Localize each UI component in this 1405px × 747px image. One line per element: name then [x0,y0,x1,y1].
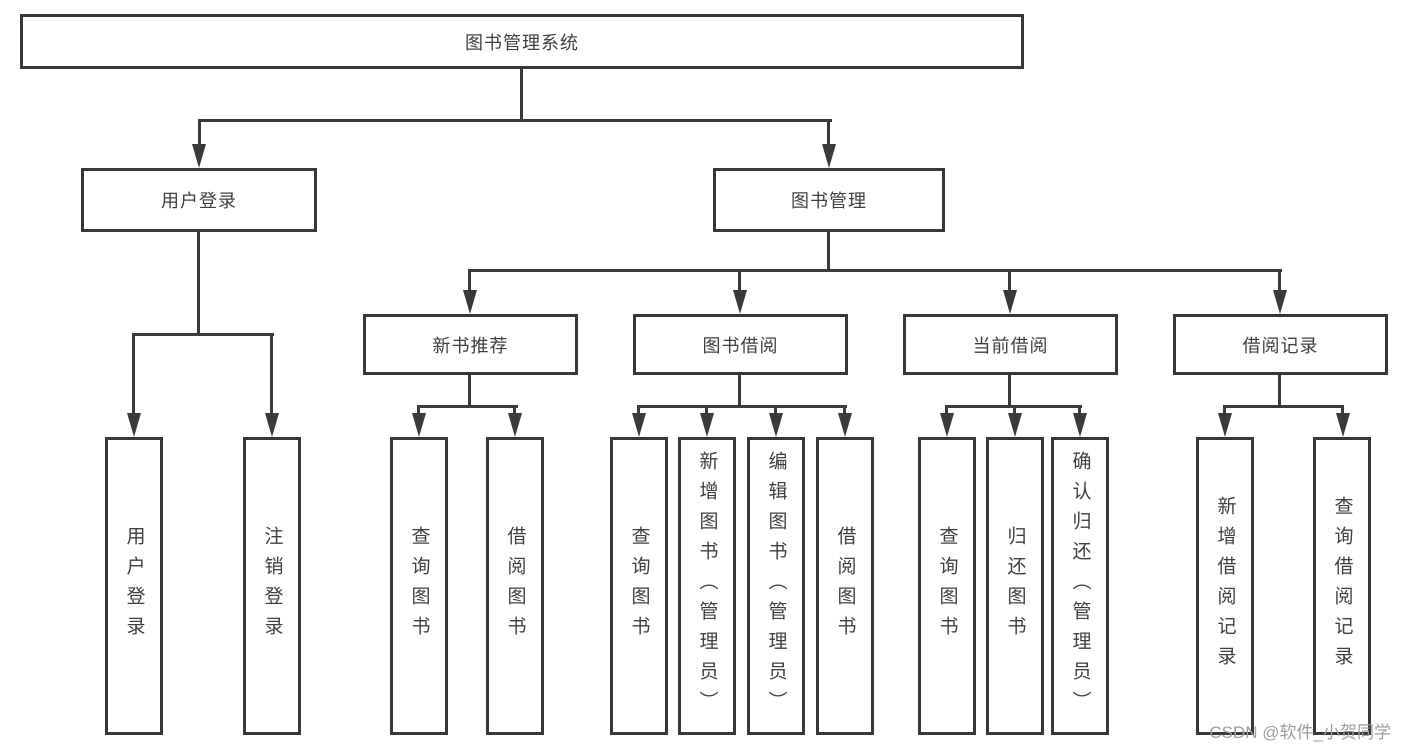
leaf-borrow-query-books: 查询图书 [610,437,668,735]
connector-vline [1223,405,1226,417]
connector-vline [520,69,523,121]
connector-vline [1008,269,1011,293]
csdn-watermark: CSDN @软件_小贺同学 [1209,723,1391,742]
connector-arrowhead [632,413,646,437]
leaf-newbook-query-books-label: 查询图书 [408,526,430,646]
node-borrow-records: 借阅记录 [1173,314,1388,375]
connector-arrowhead [412,413,426,437]
leaf-borrow-borrow-books-label: 借阅图书 [834,526,856,646]
connector-vline [827,119,830,147]
connector-hline [417,405,518,408]
leaf-current-return-books-label: 归还图书 [1004,526,1026,646]
node-book-borrow-label: 图书借阅 [702,335,779,356]
node-root: 图书管理系统 [20,14,1024,69]
leaf-current-query-books: 查询图书 [918,437,976,735]
leaf-current-confirm-return-admin: 确认归还（管理员） [1051,437,1109,735]
connector-vline [468,269,471,293]
connector-arrowhead [769,413,783,437]
connector-arrowhead [265,413,279,437]
connector-vline [1278,269,1281,293]
leaf-logout: 注销登录 [243,437,301,735]
connector-vline [1278,375,1281,408]
connector-hline [132,333,274,336]
leaf-current-return-books: 归还图书 [986,437,1044,735]
node-user-login-label: 用户登录 [161,191,237,211]
connector-arrowhead [463,290,477,314]
connector-arrowhead [1003,290,1017,314]
connector-vline [1341,405,1344,417]
connector-arrowhead [192,144,206,168]
leaf-borrow-query-books-label: 查询图书 [628,526,650,646]
connector-vline [513,405,516,417]
connector-vline [468,375,471,408]
connector-arrowhead [838,413,852,437]
connector-arrowhead [1008,413,1022,437]
connector-vline [1013,405,1016,417]
connector-arrowhead [822,144,836,168]
connector-arrowhead [1273,290,1287,314]
node-book-borrow: 图书借阅 [633,314,848,375]
leaf-user-login: 用户登录 [105,437,163,735]
leaf-logout-label: 注销登录 [261,526,283,646]
leaf-current-confirm-return-admin-label: 确认归还（管理员） [1069,451,1091,721]
connector-arrowhead [1073,413,1087,437]
connector-hline [637,405,847,408]
leaf-records-add-record: 新增借阅记录 [1196,437,1254,735]
connector-vline [843,405,846,417]
leaf-user-login-label: 用户登录 [123,526,145,646]
connector-vline [197,232,200,335]
connector-hline [198,119,832,122]
leaf-current-query-books-label: 查询图书 [936,526,958,646]
node-root-label: 图书管理系统 [465,32,579,53]
node-book-management: 图书管理 [713,168,945,232]
node-borrow-records-label: 借阅记录 [1242,335,1319,356]
connector-arrowhead [508,413,522,437]
connector-vline [132,333,135,415]
node-current-borrow-label: 当前借阅 [972,335,1049,356]
connector-vline [1078,405,1081,417]
leaf-borrow-add-books-admin-label: 新增图书（管理员） [696,451,718,721]
leaf-records-query-record: 查询借阅记录 [1313,437,1371,735]
connector-hline [468,269,1282,272]
connector-vline [198,119,201,147]
connector-vline [1008,375,1011,408]
connector-arrowhead [127,413,141,437]
leaf-borrow-add-books-admin: 新增图书（管理员） [678,437,736,735]
node-user-login: 用户登录 [81,168,317,232]
leaf-borrow-edit-books-admin-label: 编辑图书（管理员） [765,451,787,721]
connector-arrowhead [733,290,747,314]
leaf-records-add-record-label: 新增借阅记录 [1214,496,1236,676]
connector-arrowhead [700,413,714,437]
connector-vline [827,232,830,272]
node-current-borrow: 当前借阅 [903,314,1118,375]
leaf-borrow-borrow-books: 借阅图书 [816,437,874,735]
leaf-borrow-edit-books-admin: 编辑图书（管理员） [747,437,805,735]
connector-arrowhead [1218,413,1232,437]
connector-vline [417,405,420,417]
node-new-book-recommend: 新书推荐 [363,314,578,375]
connector-vline [637,405,640,417]
connector-vline [270,333,273,415]
connector-hline [1223,405,1344,408]
connector-vline [774,405,777,417]
leaf-newbook-borrow-books-label: 借阅图书 [504,526,526,646]
connector-vline [738,375,741,408]
leaf-newbook-borrow-books: 借阅图书 [486,437,544,735]
leaf-newbook-query-books: 查询图书 [390,437,448,735]
connector-vline [945,405,948,417]
leaf-records-query-record-label: 查询借阅记录 [1331,496,1353,676]
connector-vline [705,405,708,417]
connector-arrowhead [940,413,954,437]
connector-vline [738,269,741,293]
node-new-book-recommend-label: 新书推荐 [432,335,509,356]
node-book-management-label: 图书管理 [791,191,867,211]
connector-arrowhead [1336,413,1350,437]
